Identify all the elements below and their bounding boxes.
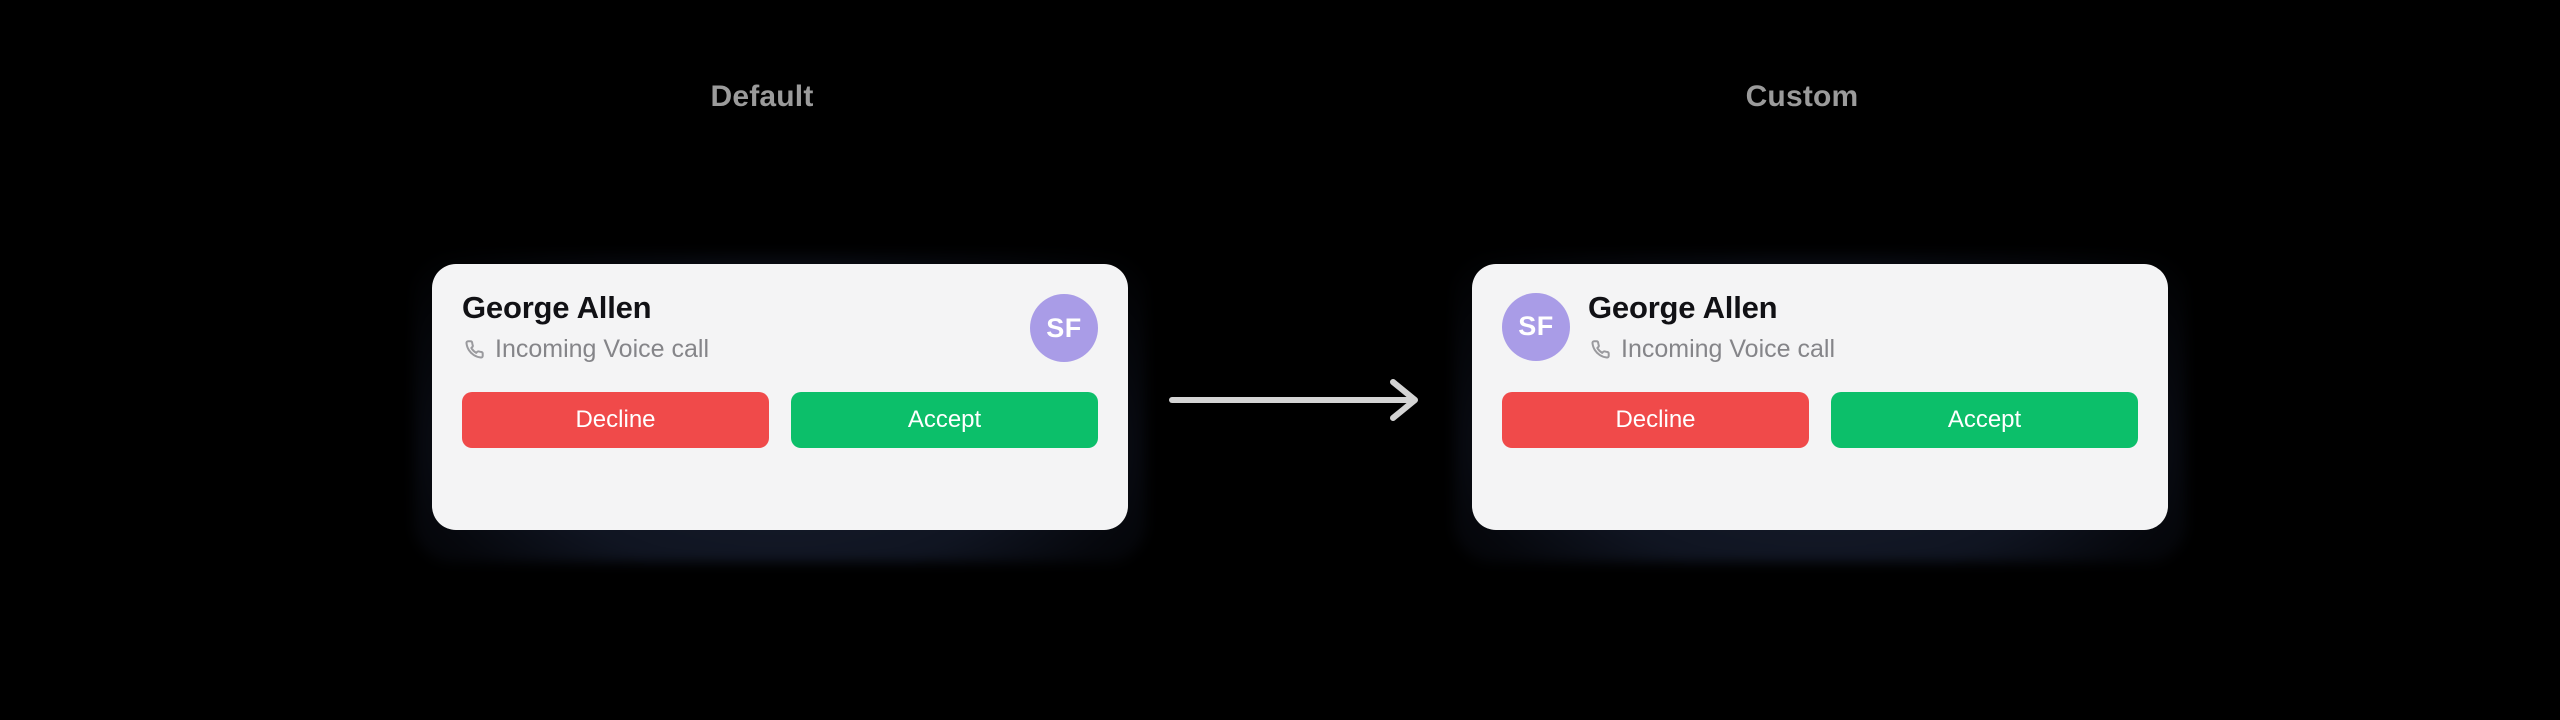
- decline-button[interactable]: Decline: [1502, 391, 1809, 448]
- caller-identity: George Allen Incoming Voice call: [462, 290, 1012, 364]
- call-card-custom-wrapper: SF George Allen Incoming Voice call Decl: [1454, 254, 2186, 562]
- avatar: SF: [1502, 292, 1570, 361]
- avatar: SF: [1030, 294, 1098, 362]
- call-card-default-wrapper: George Allen Incoming Voice call SF Decl…: [414, 254, 1146, 562]
- arrow-right-icon: [1168, 378, 1426, 422]
- call-notification-card-custom[interactable]: SF George Allen Incoming Voice call Decl: [1472, 264, 2168, 530]
- caller-name: George Allen: [1588, 290, 1778, 325]
- column-title-default: Default: [710, 80, 814, 113]
- call-status-row: Incoming Voice call: [462, 334, 1012, 364]
- card-actions: Decline Accept: [1502, 391, 2138, 448]
- card-header: SF George Allen Incoming Voice call: [1502, 290, 2138, 364]
- caller-name: George Allen: [462, 290, 652, 325]
- decline-button[interactable]: Decline: [462, 391, 769, 448]
- accept-button[interactable]: Accept: [791, 391, 1098, 448]
- call-status-text: Incoming Voice call: [1621, 334, 1836, 363]
- card-header: George Allen Incoming Voice call SF: [462, 290, 1098, 364]
- column-title-custom: Custom: [1745, 80, 1859, 113]
- phone-icon: [462, 337, 486, 361]
- call-notification-card-default[interactable]: George Allen Incoming Voice call SF Decl…: [432, 264, 1128, 530]
- caller-identity: George Allen Incoming Voice call: [1588, 290, 2138, 364]
- phone-icon: [1588, 337, 1612, 361]
- call-status-text: Incoming Voice call: [495, 334, 710, 363]
- call-status-row: Incoming Voice call: [1588, 334, 2138, 364]
- accept-button[interactable]: Accept: [1831, 391, 2138, 448]
- card-actions: Decline Accept: [462, 391, 1098, 448]
